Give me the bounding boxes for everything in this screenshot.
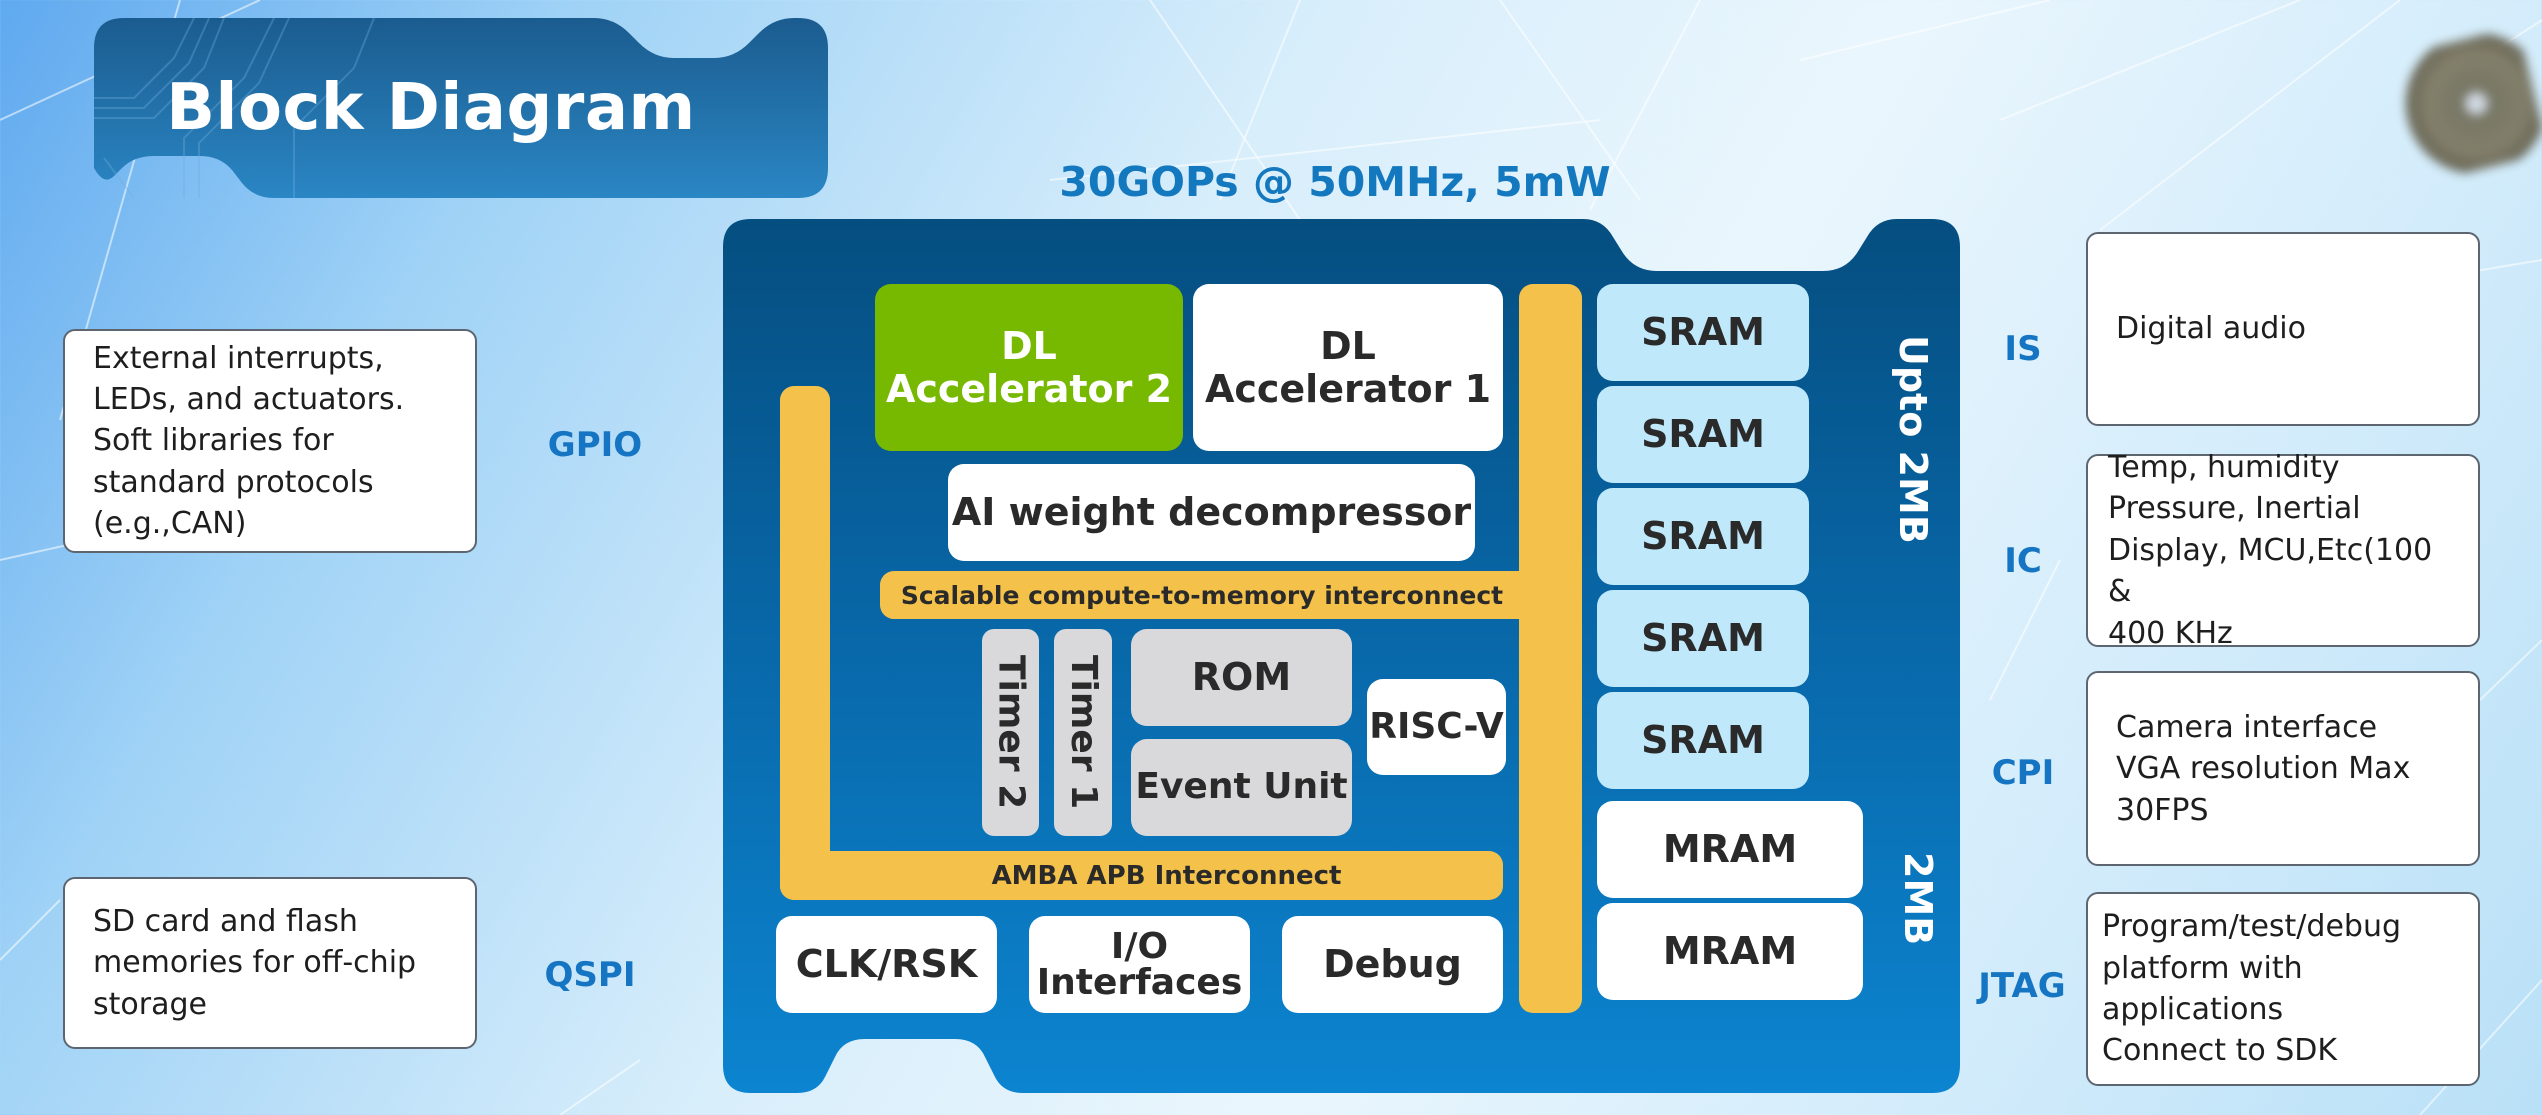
io-interfaces-line1: I/O	[1110, 925, 1169, 967]
jtag-description-line: platform with applications	[2102, 950, 2303, 1027]
banner-shape	[94, 18, 828, 198]
ic-description-line: Pressure, Inertial	[2108, 491, 2361, 527]
is-description-box: Digital audio	[2086, 232, 2480, 426]
dl-accelerator-2[interactable]: DL Accelerator 2	[875, 284, 1183, 451]
dl-accelerator-1-line2: Accelerator 1	[1204, 366, 1492, 411]
memory-bus-vertical	[1519, 284, 1582, 1013]
cpi-label: CPI	[1991, 753, 2055, 793]
cpi-description-box: Camera interface VGA resolution Max 30FP…	[2086, 671, 2480, 866]
sram-block[interactable]: SRAM	[1597, 284, 1809, 381]
sram-block[interactable]: SRAM	[1597, 692, 1809, 789]
ic-description-line: 400 KHz	[2108, 615, 2233, 651]
page-title: Block Diagram	[166, 71, 696, 145]
sram-capacity-label: Upto 2MB	[1891, 334, 1935, 544]
mram-block[interactable]: MRAM	[1597, 903, 1863, 1000]
jtag-label: JTAG	[1978, 966, 2066, 1006]
jtag-description-line: Connect to SDK	[2102, 1033, 2338, 1069]
compute-memory-interconnect	[880, 571, 1560, 619]
gpio-description: External interrupts, LEDs, and actuators…	[93, 340, 405, 542]
cpi-description-line: Camera interface	[2116, 710, 2378, 745]
debug-label: Debug	[1323, 942, 1462, 987]
chip-block: AMBA APB Interconnect Scalable compute-t…	[723, 219, 1960, 1093]
event-unit-block[interactable]: Event Unit	[1131, 739, 1352, 836]
ic-label: IC	[2004, 541, 2042, 581]
timer-1[interactable]: Timer 1	[1054, 629, 1112, 836]
qspi-description-box: SD card and flash memories for off-chip …	[63, 877, 477, 1049]
jtag-description-box: Program/test/debug platform with applica…	[2086, 892, 2480, 1086]
sram-block[interactable]: SRAM	[1597, 590, 1809, 687]
apb-bus-horizontal	[780, 851, 1503, 900]
io-interfaces-block[interactable]: I/O Interfaces	[1029, 916, 1250, 1013]
ic-description-line: Display, MCU,Etc(100 &	[2108, 532, 2433, 610]
clk-rsk-label: CLK/RSK	[795, 942, 978, 987]
title-banner: Block Diagram	[94, 18, 828, 198]
rom-block[interactable]: ROM	[1131, 629, 1352, 726]
timer-2[interactable]: Timer 2	[982, 629, 1039, 836]
cpi-description-line: 30FPS	[2116, 792, 2209, 828]
io-interfaces-line2: Interfaces	[1036, 961, 1243, 1003]
sram-block[interactable]: SRAM	[1597, 386, 1809, 483]
ic-description-box: Temp, humidity Pressure, Inertial Displa…	[2086, 450, 2480, 651]
compute-interconnect-label: Scalable compute-to-memory interconnect	[900, 580, 1504, 610]
ai-weight-decompressor[interactable]: AI weight decompressor	[948, 464, 1475, 561]
dl-accelerator-1-line1: DL	[1320, 323, 1376, 368]
is-description-line: Digital audio	[2116, 311, 2306, 346]
mram-capacity-label: 2MB	[1896, 852, 1940, 946]
dl-accelerator-2-line2: Accelerator 2	[885, 366, 1173, 411]
dl-accelerator-2-line1: DL	[1001, 323, 1057, 368]
gpio-label: GPIO	[547, 425, 643, 465]
ic-description-line: Temp, humidity	[2108, 450, 2340, 486]
dl-accelerator-1[interactable]: DL Accelerator 1	[1193, 284, 1503, 451]
mram-block[interactable]: MRAM	[1597, 801, 1863, 898]
risc-v-core[interactable]: RISC-V	[1367, 679, 1506, 775]
timer-1-label: Timer 1	[1063, 655, 1105, 810]
is-label: IS	[2004, 329, 2042, 369]
qspi-label: QSPI	[544, 955, 636, 995]
jtag-description-line: Program/test/debug	[2102, 909, 2402, 945]
qspi-description: SD card and flash memories for off-chip …	[93, 903, 417, 1022]
performance-spec: 30GOPs @ 50MHz, 5mW	[1059, 158, 1611, 206]
apb-interconnect-label: AMBA APB Interconnect	[991, 860, 1342, 891]
gpio-description-box: External interrupts, LEDs, and actuators…	[63, 329, 477, 553]
apb-bus-vertical	[780, 386, 830, 900]
debug-block[interactable]: Debug	[1282, 916, 1503, 1013]
cpi-description-line: VGA resolution Max	[2116, 751, 2411, 787]
sram-block[interactable]: SRAM	[1597, 488, 1809, 585]
timer-2-label: Timer 2	[990, 655, 1032, 810]
clk-rsk-block[interactable]: CLK/RSK	[776, 916, 997, 1013]
